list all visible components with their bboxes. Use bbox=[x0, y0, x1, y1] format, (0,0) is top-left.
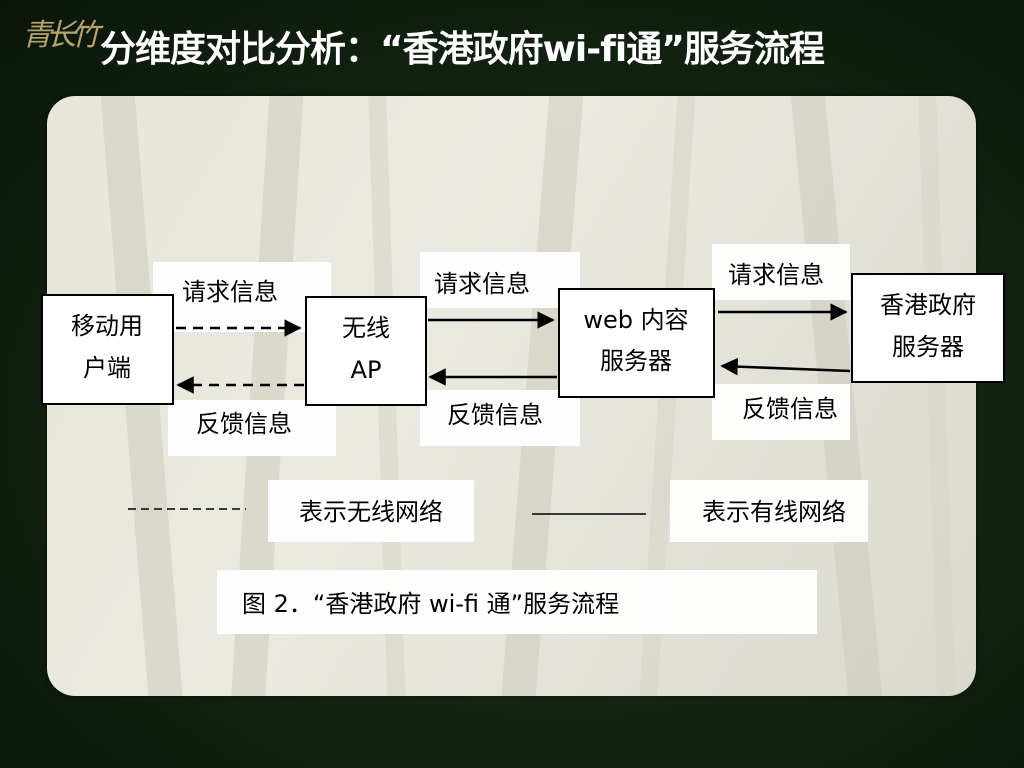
node-web-line2: 服务器 bbox=[600, 347, 672, 375]
node-gov-line2: 服务器 bbox=[892, 333, 964, 361]
node-web-line1: web 内容 bbox=[583, 306, 688, 334]
edge-label-mobile-ap-request: 请求信息 bbox=[182, 278, 278, 306]
figure-caption: 图 2．“香港政府 wi-fi 通”服务流程 bbox=[242, 590, 619, 618]
label-bg bbox=[168, 400, 336, 456]
edge-label-gov-web-feedback: 反馈信息 bbox=[742, 395, 838, 423]
label-bg bbox=[420, 390, 580, 446]
label-bg bbox=[670, 480, 868, 542]
edge-label-web-gov-request: 请求信息 bbox=[728, 261, 824, 289]
legend-wired-label: 表示有线网络 bbox=[702, 498, 846, 526]
label-bg bbox=[268, 480, 474, 542]
node-mobile-line1: 移动用 bbox=[71, 312, 143, 340]
node-gov-line1: 香港政府 bbox=[880, 291, 976, 319]
legend-wireless-label: 表示无线网络 bbox=[299, 498, 443, 526]
node-wireless-ap: 无线 AP bbox=[305, 296, 427, 406]
node-web-server: web 内容 服务器 bbox=[558, 288, 715, 398]
edge-label-web-ap-feedback: 反馈信息 bbox=[447, 401, 543, 429]
logo: 青长竹 bbox=[22, 18, 100, 53]
slide-title: 分维度对比分析：“香港政府wi-fi通”服务流程 bbox=[100, 29, 825, 70]
label-bg bbox=[712, 384, 850, 440]
node-mobile-line2: 户端 bbox=[83, 354, 131, 382]
arrow-gov-to-web bbox=[720, 357, 851, 376]
node-ap-line2: AP bbox=[351, 356, 382, 384]
node-ap-line1: 无线 bbox=[342, 314, 390, 342]
edge-label-ap-web-request: 请求信息 bbox=[434, 270, 530, 298]
edge-label-ap-mobile-feedback: 反馈信息 bbox=[196, 410, 292, 438]
caption-bg bbox=[217, 570, 817, 634]
label-bg bbox=[420, 252, 580, 308]
node-gov-server: 香港政府 服务器 bbox=[851, 273, 1005, 383]
node-mobile-client: 移动用 户端 bbox=[41, 294, 174, 405]
label-bg bbox=[712, 244, 850, 300]
